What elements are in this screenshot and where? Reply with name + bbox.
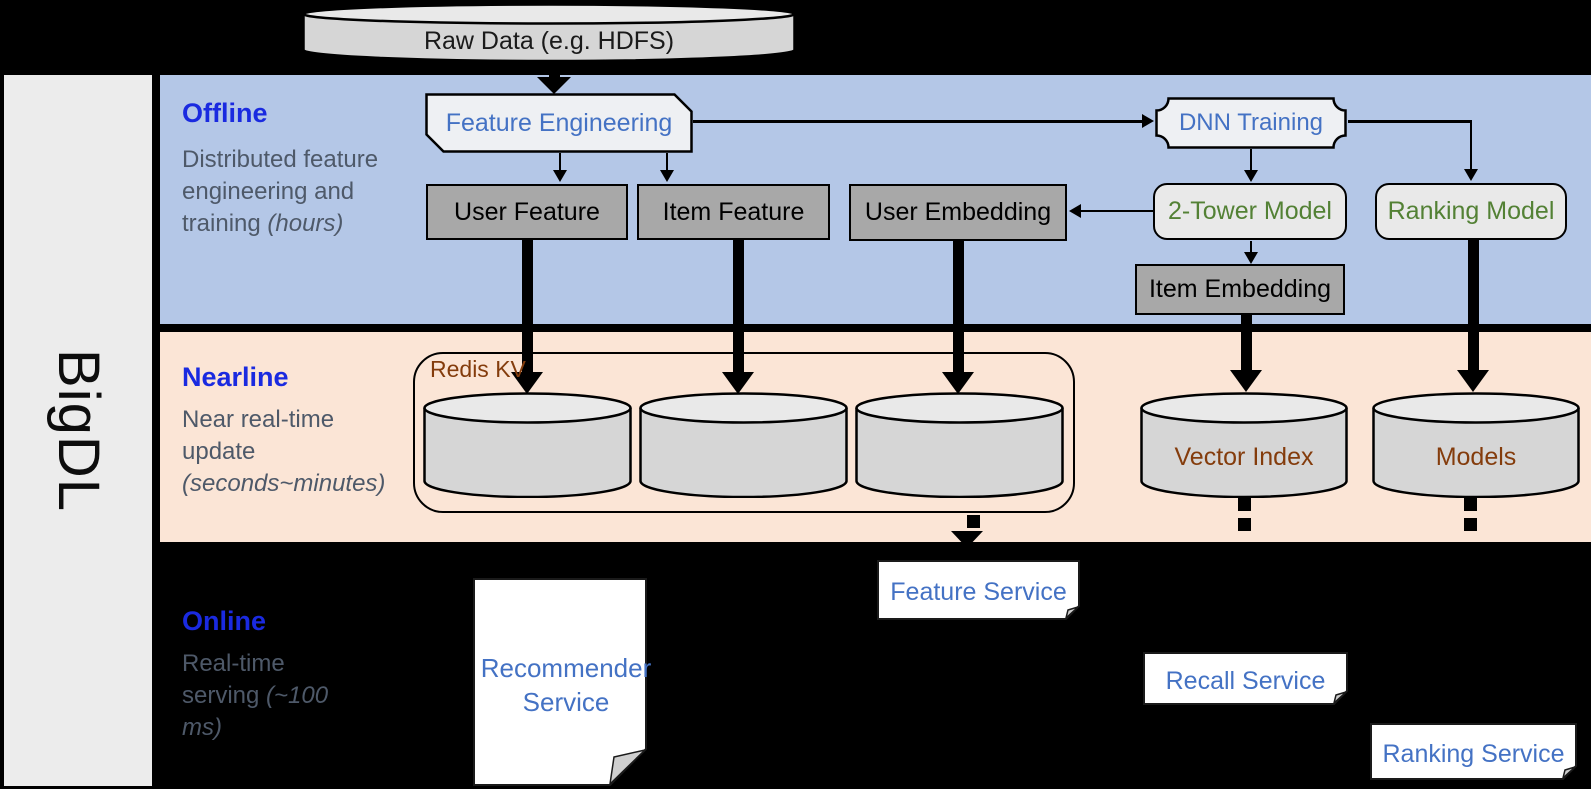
arrow-userfeature-to-redis-shaft	[521, 240, 533, 372]
cylinder-shape	[1372, 392, 1580, 499]
online-description: Real-time serving (~100 ms)	[182, 648, 332, 744]
arrow-rankingmodel-to-models-head	[1457, 370, 1489, 392]
item-feature-node: Item Feature	[637, 184, 830, 240]
folded-document-shape	[1370, 723, 1577, 781]
folded-document-shape	[473, 578, 648, 787]
cylinder-shape	[423, 392, 632, 499]
models-label: Models	[1435, 443, 1517, 471]
offline-description: Distributed feature engineering and trai…	[182, 144, 392, 240]
offline-desc-text: Distributed feature engineering and trai…	[182, 146, 379, 237]
dashed-line-models-dash-2	[1464, 518, 1477, 531]
arrow-rawdata-to-fe-head	[537, 77, 571, 94]
cylinder-shape	[639, 392, 848, 499]
arrow-itemembedding-to-vectorindex-head	[1230, 370, 1262, 392]
ranking-service-label: Ranking Service	[1382, 739, 1565, 768]
feature-service-node: Feature Service	[877, 560, 1080, 625]
plaque-shape	[1155, 97, 1347, 149]
user-embedding-node: User Embedding	[849, 184, 1067, 241]
arrow-itemfeature-to-redis-head	[722, 372, 754, 394]
cylinder-shape	[302, 3, 796, 63]
recall-service-label: Recall Service	[1165, 666, 1326, 695]
nearline-desc-text: Near real-time update	[182, 406, 335, 465]
feature-engineering-node: Feature Engineering	[425, 93, 693, 153]
redis-cylinder-3	[855, 392, 1064, 503]
dashed-arrow-redis-to-featureservice-head	[951, 531, 983, 548]
redis-kv-label: Redis KV	[430, 356, 526, 382]
arrow-userembedding-to-redis-shaft	[952, 241, 964, 372]
cylinder-shape	[1140, 392, 1348, 499]
redis-cylinder-2	[639, 392, 848, 503]
arrow-dnn-to-2tower-head	[1244, 170, 1258, 182]
dnn-training-label: DNN Training	[1178, 109, 1324, 136]
nearline-desc-italic: (seconds~minutes)	[182, 470, 386, 497]
offline-desc-italic: (hours)	[267, 210, 344, 237]
offline-title: Offline	[182, 98, 268, 128]
arrow-rawdata-to-fe-shaft	[549, 62, 560, 80]
bigdl-sidebar: BigDL	[4, 75, 152, 786]
folded-document-shape	[877, 560, 1080, 621]
models-cylinder: Models	[1372, 392, 1580, 503]
dashed-arrow-redis-to-featureservice-dash	[967, 515, 980, 528]
arrow-fe-to-dnn-line	[693, 120, 1148, 123]
feature-engineering-label: Feature Engineering	[445, 108, 673, 137]
snip-rectangle-shape	[425, 93, 693, 153]
dashed-line-models-dash-1	[1464, 498, 1477, 511]
vector-index-cylinder: Vector Index	[1140, 392, 1348, 503]
arrow-fe-to-userfeature-line	[558, 153, 562, 171]
recall-service-node: Recall Service	[1143, 652, 1348, 710]
user-feature-node: User Feature	[426, 184, 628, 240]
item-embedding-node: Item Embedding	[1135, 264, 1345, 315]
dnn-training-node: DNN Training	[1155, 97, 1347, 149]
bigdl-logo-text: BigDL	[45, 349, 111, 512]
arrow-itemfeature-to-redis-shaft	[732, 240, 744, 372]
arrow-fe-to-dnn-head	[1142, 114, 1154, 128]
feature-service-label: Feature Service	[890, 578, 1067, 606]
redis-cylinder-1	[423, 392, 632, 503]
arrow-dnn-to-2tower-line	[1249, 149, 1253, 172]
arrow-userfeature-to-redis-head	[511, 372, 543, 394]
arrow-2tower-to-userembedding-head	[1069, 204, 1081, 218]
recommender-service-node: Recommender Service	[473, 578, 651, 789]
arrow-itemembedding-to-vectorindex-shaft	[1240, 315, 1252, 370]
dashed-line-vectorindex-dash-2	[1238, 518, 1251, 531]
cylinder-shape	[855, 392, 1064, 499]
redis-kv-container	[413, 352, 1075, 513]
arrow-rankingmodel-to-models-shaft	[1467, 240, 1479, 370]
vector-index-label: Vector Index	[1174, 443, 1314, 471]
arrow-fe-to-itemfeature-line	[665, 153, 669, 171]
online-desc-italic: (~100 ms)	[182, 682, 329, 741]
arrow-userembedding-to-redis-head	[942, 372, 974, 394]
dashed-line-vectorindex-dash-1	[1238, 498, 1251, 511]
arrow-2tower-to-itemembedding-line	[1249, 241, 1253, 254]
two-tower-model-node: 2-Tower Model	[1153, 183, 1347, 240]
folded-document-shape	[1143, 652, 1348, 706]
recommender-service-label: Recommender Service	[480, 652, 652, 717]
ranking-model-node: Ranking Model	[1375, 183, 1567, 240]
arrow-fe-to-itemfeature-head	[660, 170, 674, 182]
online-title: Online	[182, 606, 267, 636]
arrow-2tower-to-userembedding-line	[1080, 209, 1153, 212]
raw-data-label: Raw Data (e.g. HDFS)	[423, 26, 675, 55]
ranking-service-node: Ranking Service	[1370, 723, 1577, 785]
arrow-2tower-to-itemembedding-head	[1244, 252, 1258, 264]
online-desc-text: Real-time serving	[182, 650, 285, 709]
nearline-description: Near real-time update (seconds~minutes)	[182, 404, 397, 500]
raw-data-cylinder: Raw Data (e.g. HDFS)	[302, 3, 796, 67]
arrow-dnn-to-ranking-head	[1464, 169, 1478, 181]
arrow-dnn-to-ranking-vline	[1469, 120, 1472, 172]
nearline-title: Nearline	[182, 362, 289, 392]
arrow-dnn-to-ranking-hline	[1348, 120, 1472, 123]
arrow-fe-to-userfeature-head	[553, 170, 567, 182]
